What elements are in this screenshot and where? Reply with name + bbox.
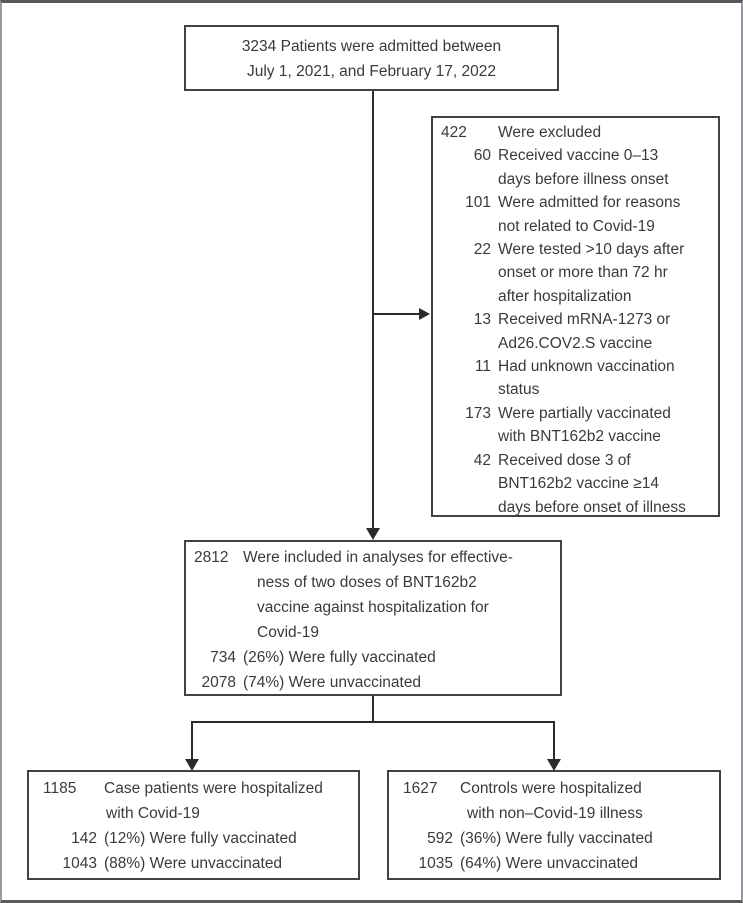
line-number: 1035 [418, 855, 453, 872]
flow-line: 173 Were partially vaccinated [441, 402, 718, 425]
flow-line: not related to Covid-19 [441, 215, 718, 238]
flow-line: 2812 Were included in analyses for effect… [194, 545, 560, 570]
admitted-line: 3234 Patients were admitted between [241, 38, 502, 55]
line-text: (88%) Were unvaccinated [104, 855, 283, 872]
line-number: 1627 [403, 780, 438, 797]
line-text: Controls were hospitalized [460, 780, 642, 797]
line-text: (12%) Were fully vaccinated [104, 830, 297, 847]
line-text: with Covid-19 [106, 805, 200, 822]
line-text: Case patients were hospitalized [104, 780, 323, 797]
included-box: 2812 Were included in analyses for effect… [184, 540, 562, 696]
arrowhead-included-icon [366, 528, 380, 540]
line-text: ness of two doses of BNT162b2 [257, 574, 477, 591]
line-text: with BNT162b2 vaccine [498, 428, 661, 446]
line-text: Were excluded [498, 124, 602, 141]
connector-branch-horizontal [191, 721, 555, 723]
line-text: Were tested >10 days after [498, 241, 685, 259]
connector-to-excluded [372, 313, 419, 315]
line-text: BNT162b2 vaccine ≥14 [498, 475, 660, 493]
line-text: (26%) Were fully vaccinated [243, 649, 436, 666]
line-number: 2812 [194, 549, 229, 566]
arrowhead-controls-icon [547, 759, 561, 771]
flow-line: Ad26.COV2.S vaccine [441, 332, 718, 355]
flow-line: with Covid-19 [43, 801, 358, 826]
flow-line: status [441, 378, 718, 401]
line-number: 173 [465, 404, 491, 422]
flow-line: Covid-19 [194, 620, 560, 645]
line-number: 101 [465, 194, 491, 212]
line-number: 60 [473, 147, 491, 165]
controls-box: 1627 Controls were hospitalized with non–… [387, 770, 721, 880]
line-number: 592 [427, 830, 453, 847]
flow-line: 1185 Case patients were hospitalized [43, 776, 358, 801]
line-text: (64%) Were unvaccinated [460, 855, 639, 872]
flow-line: 22 Were tested >10 days after [441, 238, 718, 261]
line-text: (74%) Were unvaccinated [243, 674, 422, 691]
line-text: Covid-19 [257, 624, 320, 641]
flow-line: ness of two doses of BNT162b2 [194, 570, 560, 595]
admitted-line: July 1, 2021, and February 17, 2022 [246, 63, 497, 80]
flow-line: BNT162b2 vaccine ≥14 [441, 472, 718, 495]
line-number: 422 [441, 124, 467, 141]
connector-to-controls [553, 721, 555, 759]
line-number: 734 [210, 649, 236, 666]
excluded-box: 422 Were excluded 60 Received vaccine 0–13… [431, 116, 720, 517]
flow-line: with non–Covid-19 illness [403, 801, 719, 826]
arrowhead-excluded-icon [419, 308, 430, 320]
line-number: 2078 [201, 674, 236, 691]
flow-line: 42 Received dose 3 of [441, 449, 718, 472]
connector-to-cases [191, 721, 193, 759]
flow-line: 142 (12%) Were fully vaccinated [43, 826, 358, 851]
line-text: not related to Covid-19 [498, 217, 655, 235]
flow-line: days before illness onset [441, 168, 718, 191]
line-number: 11 [474, 358, 491, 376]
flow-line: 1035 (64%) Were unvaccinated [403, 851, 719, 876]
line-text: onset or more than 72 hr [498, 264, 668, 282]
flow-line: 101 Were admitted for reasons [441, 191, 718, 214]
flow-line: 734 (26%) Were fully vaccinated [194, 645, 560, 670]
line-text: Received mRNA-1273 or [498, 311, 671, 329]
line-text: Received dose 3 of [498, 451, 631, 469]
line-text: days before onset of illness [498, 498, 686, 516]
line-text: Ad26.COV2.S vaccine [498, 334, 653, 352]
line-number: 1043 [62, 855, 97, 872]
flow-line: vaccine against hospitalization for [194, 595, 560, 620]
line-text: vaccine against hospitalization for [257, 599, 489, 616]
line-number: 13 [473, 311, 491, 329]
flow-line: 60 Received vaccine 0–13 [441, 144, 718, 167]
line-number: 22 [473, 241, 491, 259]
line-text: with non–Covid-19 illness [467, 805, 643, 822]
line-text: status [498, 381, 540, 399]
line-text: Were included in analyses for effective- [243, 549, 513, 566]
flow-line: 13 Received mRNA-1273 or [441, 308, 718, 331]
line-text: Had unknown vaccination [498, 358, 675, 376]
line-text: days before illness onset [498, 170, 669, 188]
line-number: 142 [71, 830, 97, 847]
line-text: after hospitalization [498, 287, 632, 305]
flow-line: with BNT162b2 vaccine [441, 425, 718, 448]
line-text: Received vaccine 0–13 [498, 147, 659, 165]
flow-line: days before onset of illness [441, 496, 718, 519]
line-text: Were admitted for reasons [498, 194, 681, 212]
admitted-box: 3234 Patients were admitted between July… [184, 25, 559, 91]
flow-line: onset or more than 72 hr [441, 261, 718, 284]
connector-admitted-to-included [372, 91, 374, 528]
flow-line: 1043 (88%) Were unvaccinated [43, 851, 358, 876]
line-number: 1185 [43, 780, 77, 797]
arrowhead-cases-icon [185, 759, 199, 771]
line-number: 42 [473, 451, 491, 469]
connector-included-down [372, 696, 374, 723]
line-text: Were partially vaccinated [498, 404, 671, 422]
flow-line: 2078 (74%) Were unvaccinated [194, 670, 560, 695]
flow-line: after hospitalization [441, 285, 718, 308]
cases-box: 1185 Case patients were hospitalized with… [27, 770, 360, 880]
line-text: (36%) Were fully vaccinated [460, 830, 653, 847]
flow-line: 11 Had unknown vaccination [441, 355, 718, 378]
flow-line: 592 (36%) Were fully vaccinated [403, 826, 719, 851]
flow-line: 1627 Controls were hospitalized [403, 776, 719, 801]
flow-line: 422 Were excluded [441, 121, 718, 144]
